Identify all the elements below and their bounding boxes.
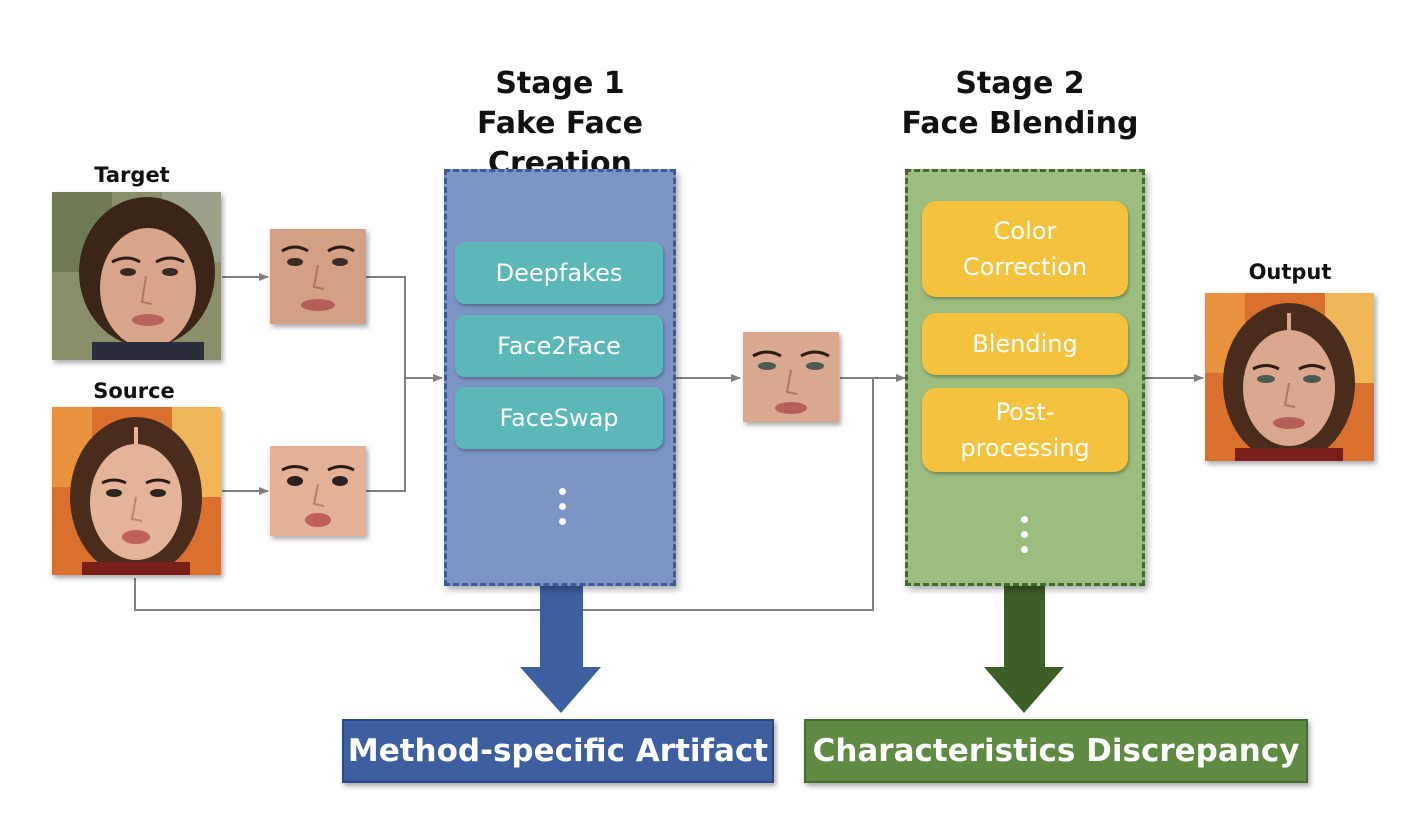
source-crop-connector [366, 378, 406, 492]
stage2-box: Color Correction Blending Post-processin… [905, 169, 1145, 586]
stage2-down-arrow [984, 586, 1064, 713]
target-image [52, 192, 221, 360]
method-specific-artifact-box: Method-specific Artifact [342, 719, 774, 783]
target-face-crop [270, 229, 366, 324]
stage1-down-arrow [520, 586, 601, 713]
characteristics-discrepancy-box: Characteristics Discrepancy [804, 719, 1308, 783]
method-faceswap: FaceSwap [455, 387, 663, 449]
step-blending: Blending [922, 313, 1128, 375]
fake-face-image [743, 332, 839, 422]
stage2-title-line1: Stage 2 [955, 66, 1085, 101]
method-deepfakes: Deepfakes [455, 242, 663, 304]
method-face2face: Face2Face [455, 315, 663, 377]
target-crop-connector [366, 276, 406, 378]
source-bypass-connector [134, 378, 874, 611]
source-face-crop [270, 446, 366, 536]
source-label: Source [93, 379, 175, 403]
stage2-title-line2: Face Blending [901, 106, 1139, 141]
stage1-title: Stage 1 Fake Face Creation [400, 64, 720, 184]
stage1-title-line1: Stage 1 [495, 66, 625, 101]
step-post-processing: Post-processing [922, 388, 1128, 472]
stage1-more-dots-icon [559, 488, 567, 533]
source-image [52, 407, 221, 575]
target-label: Target [94, 163, 170, 187]
output-image [1205, 293, 1374, 461]
output-label: Output [1248, 260, 1332, 284]
stage1-box: Deepfakes Face2Face FaceSwap [444, 169, 676, 586]
stage2-more-dots-icon [1021, 516, 1029, 561]
stage2-title: Stage 2 Face Blending [870, 64, 1170, 144]
step-color-correction: Color Correction [922, 201, 1128, 297]
